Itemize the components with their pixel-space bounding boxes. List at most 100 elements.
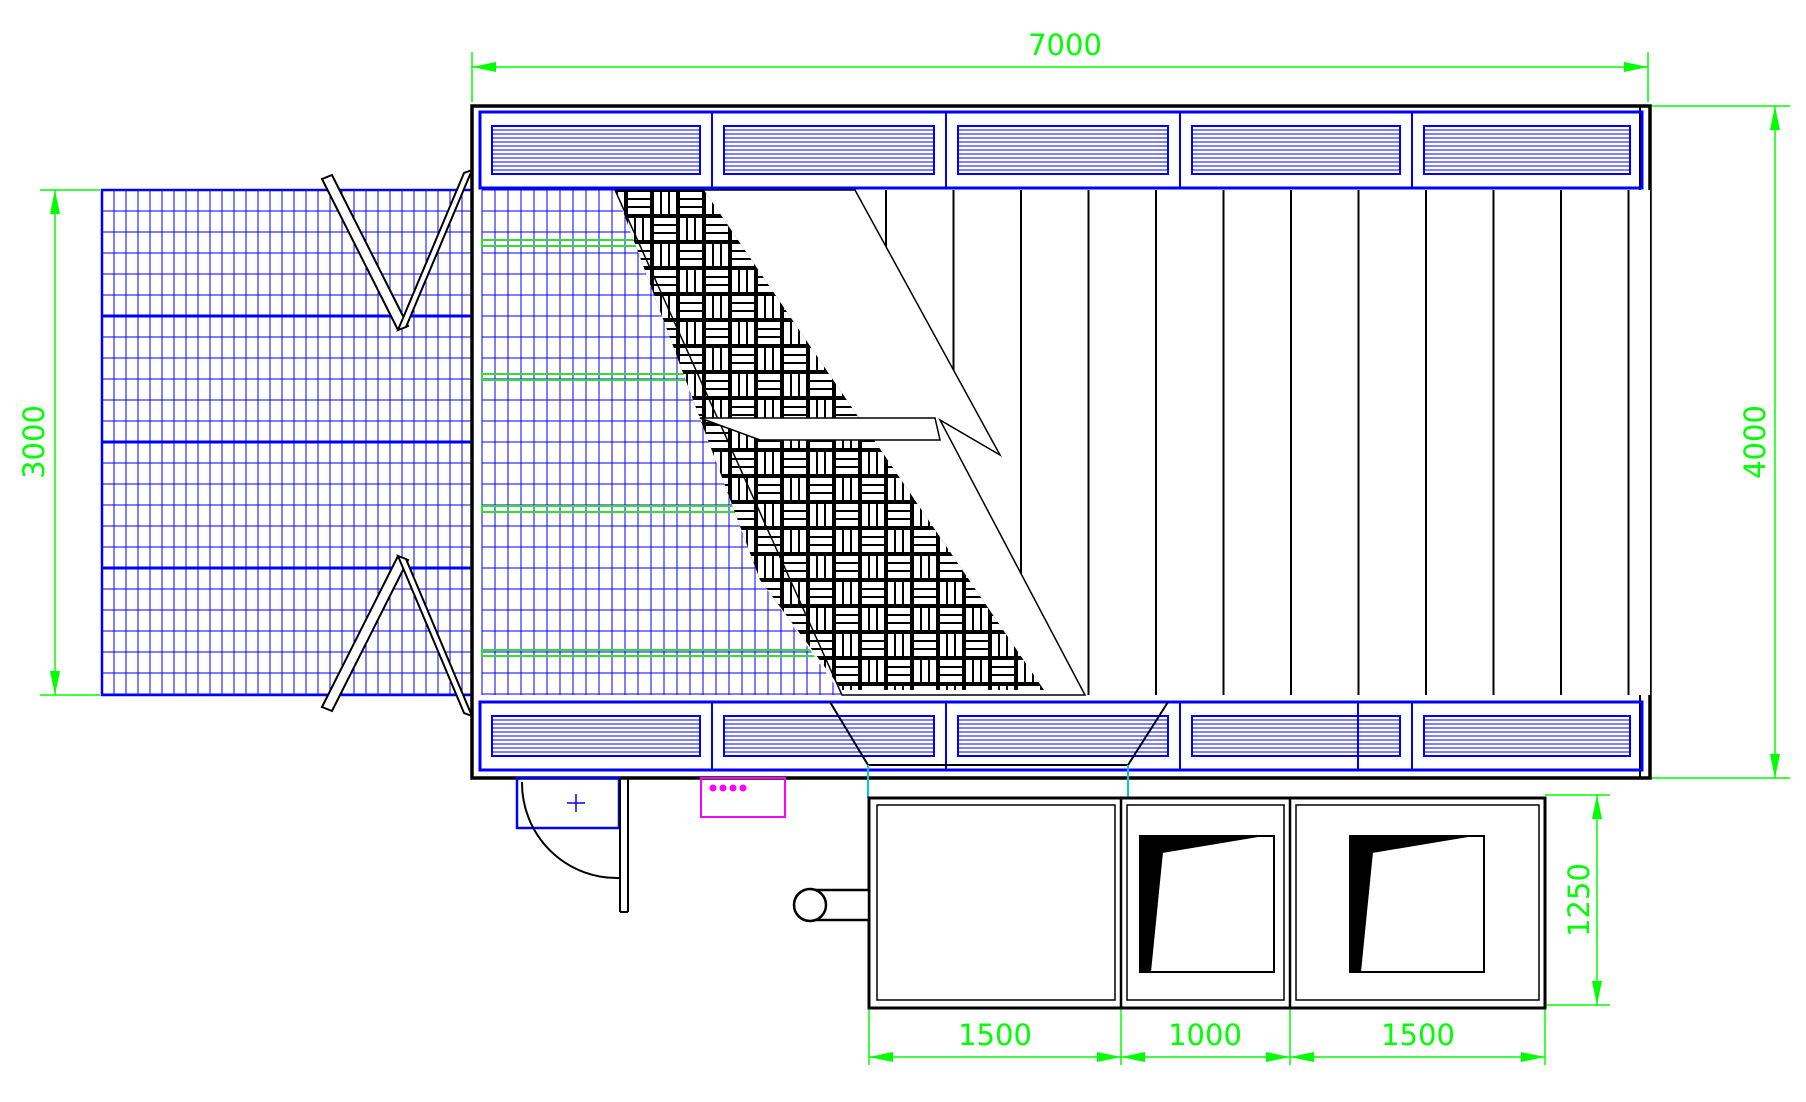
weave-bar [670,660,676,682]
weave-bar [654,322,676,328]
weave-bar [602,608,608,630]
weave-bar [680,634,686,656]
weave-bar [836,634,842,656]
weave-bar [654,330,676,336]
dim-unit-width-2: 1000 [1168,1018,1242,1052]
weave-bar [810,486,832,492]
weave-bar [732,426,738,448]
weave-bar [792,582,798,604]
weave-bar [662,660,668,682]
weave-bar [836,504,858,510]
weave-bar [888,520,910,526]
weave-bar [904,478,910,500]
weave-bar [862,598,884,604]
weave-bar [680,616,702,622]
weave-bar [870,660,876,682]
weave-bar [654,226,676,232]
weave-bar [836,668,858,674]
weave-bar [1026,660,1032,682]
weave-bar [706,590,728,596]
weave-bar [748,686,754,690]
weave-bar [602,244,608,266]
weave-bar [662,556,668,578]
weave-bar [680,322,686,344]
weave-bar [810,556,816,578]
weave-bar [615,598,624,604]
weave-bar [644,478,650,500]
weave-bar [706,642,728,648]
weave-bar [862,452,868,474]
weave-bar [810,650,832,656]
weave-bar [714,296,720,318]
weave-bar [654,442,676,448]
weave-bar [615,382,624,388]
weave-bar [662,400,668,422]
weave-bar [758,442,780,448]
weave-bar [618,660,624,682]
weave-bar [758,374,780,380]
weave-bar [636,634,642,656]
weave-bar [732,530,738,552]
weave-bar [844,478,850,500]
weave-bar [784,408,806,414]
weave-bar [758,660,764,682]
weave-bar [852,686,858,690]
weave-bar [844,634,850,656]
weave-bar [644,322,650,344]
weave-bar [662,192,668,214]
weave-bar [706,296,712,318]
weave-bar [904,686,910,690]
weave-bar [974,608,980,630]
weave-bar [628,208,650,214]
weave-bar [784,520,806,526]
weave-bar [628,478,634,500]
weave-bar [732,452,754,458]
weave-bar [888,616,910,622]
weave-bar [888,512,910,518]
weave-bar [956,582,962,604]
weave-bar [706,478,728,484]
weave-bar [862,650,884,656]
weave-bar [680,252,702,258]
weave-bar [636,478,642,500]
weave-bar [714,244,720,266]
weave-bar [862,660,868,682]
weave-bar [758,322,780,328]
weave-bar [662,504,668,526]
weave-bar [862,582,884,588]
weave-bar [1000,634,1006,656]
weave-bar [836,460,858,466]
weave-bar [654,296,660,318]
weave-bar [810,400,816,422]
weave-bar [766,608,772,630]
weave-bar [615,504,616,526]
weave-bar [706,374,728,380]
weave-bar [688,426,694,448]
weave-bar [662,608,668,630]
entrance-doors [320,168,474,718]
weave-bar [792,686,798,690]
weave-bar [904,582,910,604]
weave-bar [670,296,676,318]
weave-bar [1008,634,1014,656]
weave-bar [784,564,806,570]
weave-bar [654,634,676,640]
weave-bar [862,546,884,552]
weave-bar [940,572,962,578]
weave-bar [862,642,884,648]
weave-bar [914,660,920,682]
weave-bar [654,218,676,224]
weave-bar [706,634,728,640]
weave-bar [758,590,780,596]
weave-bar [615,218,624,224]
weave-bar [618,348,624,370]
weave-bar [922,504,928,526]
weave-bar [615,390,624,396]
weave-bar [654,590,676,596]
weave-bar [615,330,624,336]
weave-bar [628,556,650,562]
weave-bar [732,556,754,562]
motor [792,887,871,923]
weave-bar [680,530,686,552]
weave-bar [870,556,876,578]
